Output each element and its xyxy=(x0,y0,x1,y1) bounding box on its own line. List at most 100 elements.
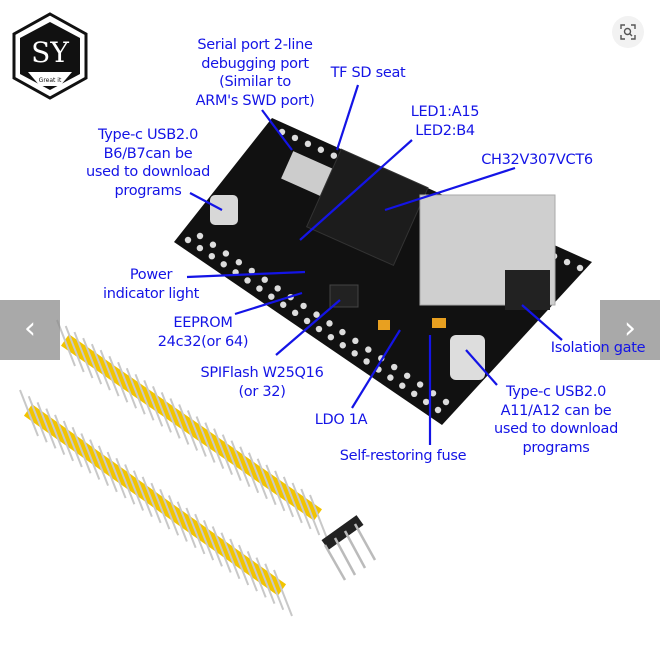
header-pin xyxy=(150,482,171,530)
pin-header-strip xyxy=(19,319,329,617)
header-hole xyxy=(256,285,263,292)
header-hole xyxy=(422,398,430,406)
header-hole xyxy=(326,320,333,327)
header-pin xyxy=(152,386,172,433)
header-pin xyxy=(213,428,233,475)
header-hole xyxy=(268,293,275,300)
header-hole xyxy=(244,277,251,284)
header-pin xyxy=(141,476,162,524)
header-hole xyxy=(313,311,320,318)
header-pin xyxy=(62,420,83,468)
header-hole xyxy=(330,152,338,159)
carousel-next-button[interactable]: › xyxy=(600,300,660,360)
header-pin xyxy=(27,395,48,443)
header-pin xyxy=(132,470,153,518)
header-hole xyxy=(365,346,372,353)
header-pin xyxy=(80,433,101,480)
header-pin xyxy=(264,563,285,611)
header-pin xyxy=(239,446,260,494)
header-hole xyxy=(403,372,411,379)
header-pin xyxy=(256,458,277,506)
header-hole xyxy=(429,390,437,397)
header-pin xyxy=(99,349,120,397)
header-pin xyxy=(169,398,190,445)
header-pin xyxy=(202,519,223,567)
header-hole xyxy=(196,244,204,252)
callout-arrows xyxy=(186,84,563,445)
header-hole xyxy=(208,252,216,260)
header-pin xyxy=(176,501,197,549)
svg-text:SY: SY xyxy=(31,36,69,69)
header-pin xyxy=(195,416,216,463)
header-pin xyxy=(211,526,232,573)
header-pin xyxy=(194,513,215,561)
angled-pin-header xyxy=(321,515,377,581)
header-pin xyxy=(89,439,110,487)
zoom-in-icon xyxy=(620,24,636,40)
header-pin xyxy=(54,414,74,462)
brand-logo: SY Great it xyxy=(12,12,88,100)
header-hole xyxy=(363,358,370,365)
svg-text:Great it: Great it xyxy=(39,77,62,84)
header-pin xyxy=(246,551,267,598)
ch32-dev-board xyxy=(174,118,592,425)
header-hole xyxy=(304,140,312,148)
header-pin xyxy=(167,495,188,542)
header-pin xyxy=(300,488,321,536)
chevron-right-icon: › xyxy=(624,311,636,346)
header-hole xyxy=(184,236,192,244)
header-pin xyxy=(124,464,145,511)
header-pin xyxy=(106,451,127,499)
header-pin xyxy=(221,434,242,482)
header-hole xyxy=(300,302,307,310)
header-pin xyxy=(186,410,207,457)
header-pin xyxy=(64,325,85,373)
header-hole xyxy=(399,382,406,389)
header-pin xyxy=(282,476,303,524)
header-hole xyxy=(576,264,584,272)
header-hole xyxy=(387,374,394,381)
header-hole xyxy=(391,363,398,371)
header-hole xyxy=(196,232,204,240)
header-pin xyxy=(255,557,276,604)
header-pin xyxy=(185,507,206,555)
header-pin xyxy=(309,494,329,542)
header-pin xyxy=(56,319,76,367)
header-pin xyxy=(117,361,138,409)
chevron-left-icon: ‹ xyxy=(24,311,36,346)
header-pin xyxy=(82,337,103,385)
header-pin xyxy=(247,452,268,500)
header-hole xyxy=(339,328,346,336)
header-hole xyxy=(235,259,243,266)
header-pin xyxy=(134,373,155,421)
header-hole xyxy=(351,350,358,357)
header-pin xyxy=(19,389,39,437)
header-pin xyxy=(220,532,241,580)
header-pin xyxy=(230,440,251,488)
header-hole xyxy=(274,285,281,292)
header-hole xyxy=(291,134,299,142)
mcu-chip xyxy=(306,148,429,267)
carousel-prev-button[interactable]: ‹ xyxy=(0,300,60,360)
header-pin xyxy=(115,457,136,505)
header-pin xyxy=(36,402,57,449)
header-pin xyxy=(160,392,181,439)
header-pin xyxy=(108,355,129,403)
header-pin xyxy=(90,343,111,391)
header-pin xyxy=(204,422,225,469)
header-pin xyxy=(45,408,66,455)
header-hole xyxy=(416,381,424,388)
zoom-button[interactable] xyxy=(612,16,644,48)
header-pin xyxy=(265,464,286,512)
header-pin xyxy=(97,445,118,493)
header-hole xyxy=(410,390,418,398)
header-hole xyxy=(222,250,230,257)
header-hole xyxy=(261,276,268,283)
header-hole xyxy=(248,267,255,275)
header-hole xyxy=(291,309,299,317)
header-pin xyxy=(273,569,293,617)
header-hole xyxy=(442,398,450,406)
header-hole xyxy=(280,301,287,308)
header-hole xyxy=(352,337,359,345)
header-hole xyxy=(303,317,311,325)
